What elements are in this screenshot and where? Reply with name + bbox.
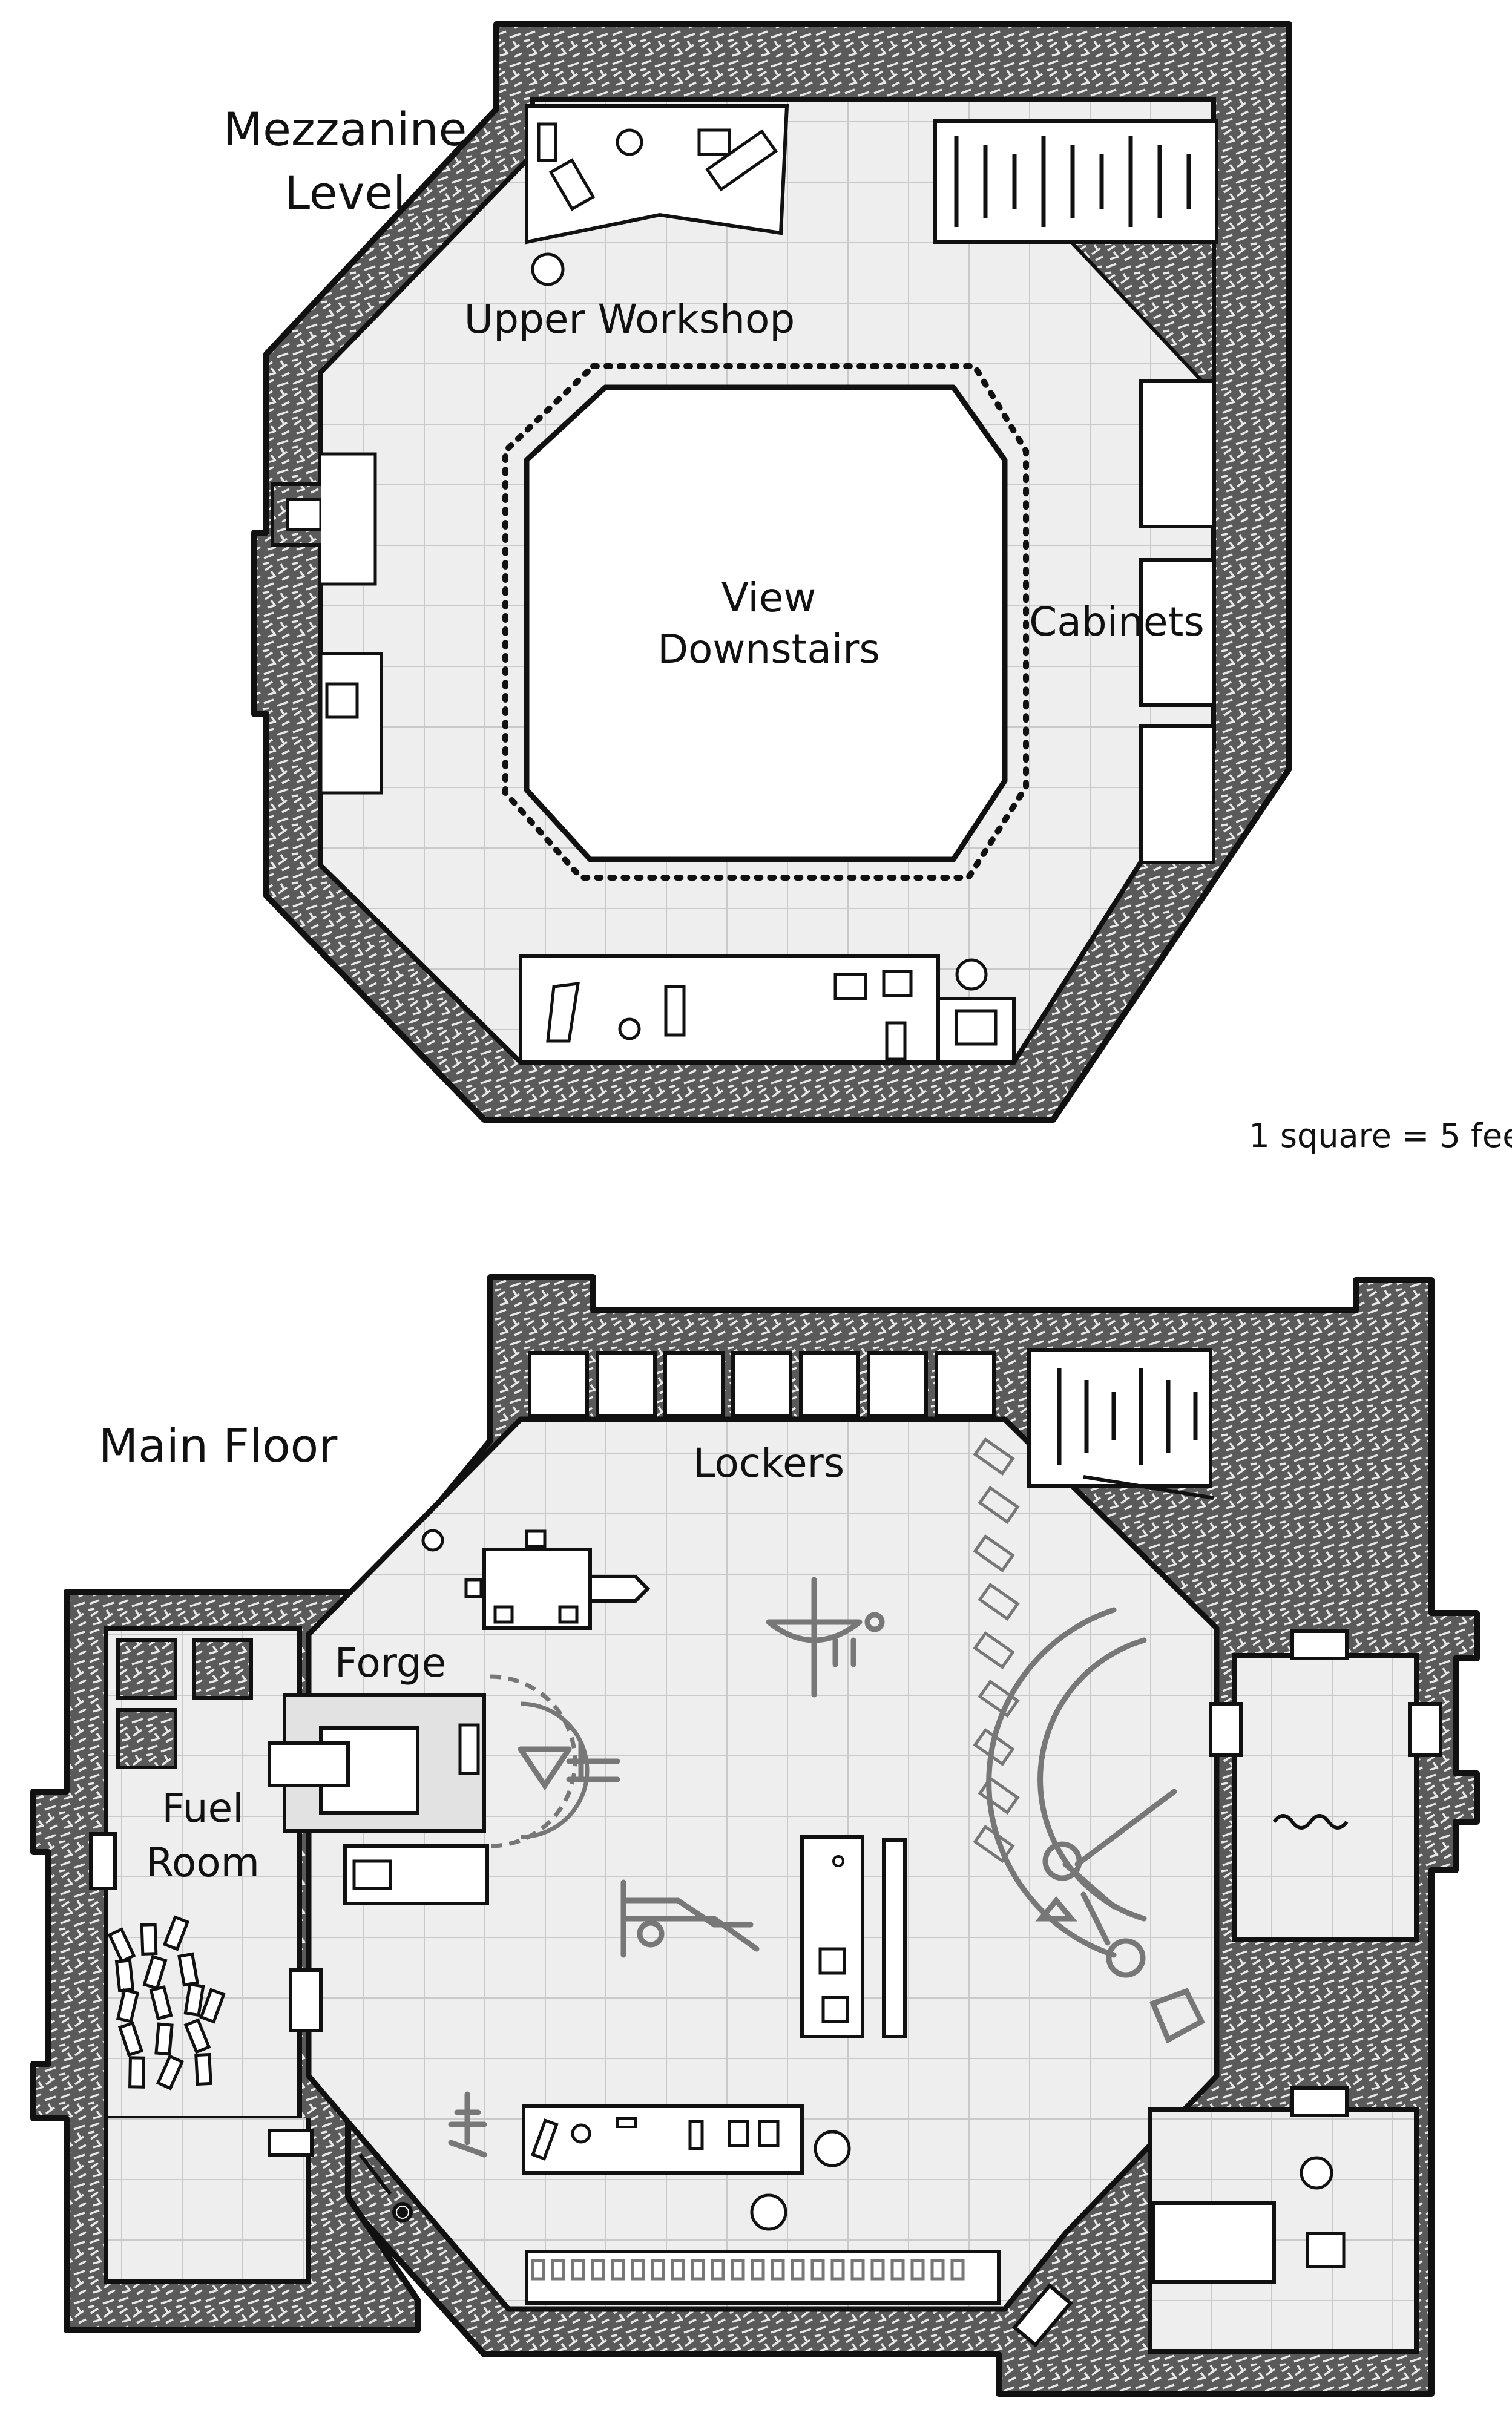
fuel-room-label-line2: Room [146, 1839, 260, 1886]
rune-inscriptions [531, 1437, 1020, 2281]
rune-mark [551, 2259, 565, 2281]
rune-mark [611, 2259, 625, 2281]
workbench-upper-left [525, 104, 789, 286]
locker[interactable] [731, 1351, 792, 1418]
rune-mark [973, 1631, 1015, 1669]
fuel-log [183, 2018, 211, 2054]
forge [268, 1674, 590, 1905]
fuel-log [177, 1952, 199, 1987]
fuel-logs [107, 1915, 226, 2091]
rune-mark [978, 1776, 1020, 1815]
main-floor-title: Main Floor [99, 1419, 338, 1473]
rune-mark [531, 2259, 545, 2281]
rune-mark [973, 1824, 1015, 1863]
lower-workbench [522, 2104, 851, 2231]
rune-mark [978, 1679, 1020, 1718]
fuel-log [116, 1988, 140, 2023]
fuel-log [149, 1985, 173, 2020]
rune-mark [791, 2259, 805, 2281]
view-label-line2: Downstairs [657, 626, 880, 672]
rune-mark [890, 2259, 905, 2281]
rune-mark [910, 2259, 925, 2281]
main-floor-edge [306, 1416, 1220, 2312]
fuel-log [142, 1954, 168, 1991]
rune-mark [631, 2259, 645, 2281]
main-floor-level: Main Floor Lockers Forge Fuel Room [30, 1274, 1480, 2397]
mezzanine-level: Mezzanine Level Upper Workshop View Down… [223, 21, 1292, 1123]
locker[interactable] [935, 1351, 996, 1418]
wall-details [358, 2153, 413, 2222]
rune-mark [771, 2259, 785, 2281]
fuel-log [156, 2054, 185, 2091]
locker[interactable] [867, 1351, 928, 1418]
rune-mark [973, 1534, 1015, 1572]
rune-mark [973, 1437, 1015, 1476]
southeast-stool [1300, 2156, 1333, 2190]
upper-workshop-label: Upper Workshop [464, 296, 795, 343]
rune-mark [978, 1582, 1020, 1621]
anvil-table [421, 1529, 651, 1630]
southeast-box [1306, 2232, 1346, 2268]
locker[interactable] [528, 1351, 589, 1418]
fuel-log [183, 1982, 205, 2017]
mezzanine-title-line1: Mezzanine [223, 102, 467, 156]
fuel-bins [116, 1638, 253, 1769]
left-wall-fixtures [271, 452, 383, 795]
lockers-label: Lockers [693, 1440, 844, 1486]
rune-mark [870, 2259, 885, 2281]
east-corridor-wavy-line [1272, 1814, 1349, 1830]
mezzanine-stairs [933, 119, 1218, 398]
fuel-log [140, 1923, 158, 1956]
rune-mark [651, 2259, 665, 2281]
mezzanine-title-line2: Level [284, 166, 406, 220]
rune-mark [978, 1485, 1020, 1524]
view-downstairs-opening [524, 384, 1008, 862]
fuel-log [107, 1927, 136, 1963]
fuel-log [114, 1959, 135, 1992]
locker[interactable] [799, 1351, 860, 1418]
rune-mark [830, 2259, 845, 2281]
fuel-log [117, 2021, 144, 2057]
workbench-lower [519, 954, 1016, 1064]
rune-mark [950, 2259, 965, 2281]
fuel-log [194, 2052, 212, 2086]
rune-mark [591, 2259, 605, 2281]
rune-mark [751, 2259, 765, 2281]
central-workbench [800, 1835, 907, 2038]
rune-mark [850, 2259, 865, 2281]
fuel-room-label-line1: Fuel [162, 1785, 243, 1831]
southeast-bed [1151, 2201, 1276, 2284]
fuel-log [154, 2022, 174, 2056]
locker[interactable] [663, 1351, 725, 1418]
cabinets [1139, 379, 1215, 864]
rune-mark [711, 2259, 725, 2281]
cabinets-label: Cabinets [1029, 599, 1204, 645]
fuel-log [199, 1988, 226, 2024]
main-stairs [1027, 1348, 1214, 1500]
rune-mark [731, 2259, 745, 2281]
forge-label: Forge [335, 1640, 446, 1686]
view-label-line1: View [721, 574, 817, 621]
railing-dotted [502, 363, 1029, 881]
rune-mark [691, 2259, 705, 2281]
rune-mark [671, 2259, 685, 2281]
lockers-row [528, 1351, 996, 1418]
doors [89, 1629, 1442, 2348]
fuel-log [162, 1915, 190, 1951]
fuel-log [128, 2056, 145, 2089]
rune-mark [930, 2259, 945, 2281]
rune-mark [973, 1727, 1015, 1766]
arcane-floor-glyphs [448, 1577, 1205, 2158]
rune-mark [571, 2259, 585, 2281]
main-floor-grid [309, 1419, 1217, 2309]
scale-note: 1 square = 5 feet [1249, 1117, 1512, 1155]
locker[interactable] [596, 1351, 657, 1418]
rune-mark [810, 2259, 825, 2281]
